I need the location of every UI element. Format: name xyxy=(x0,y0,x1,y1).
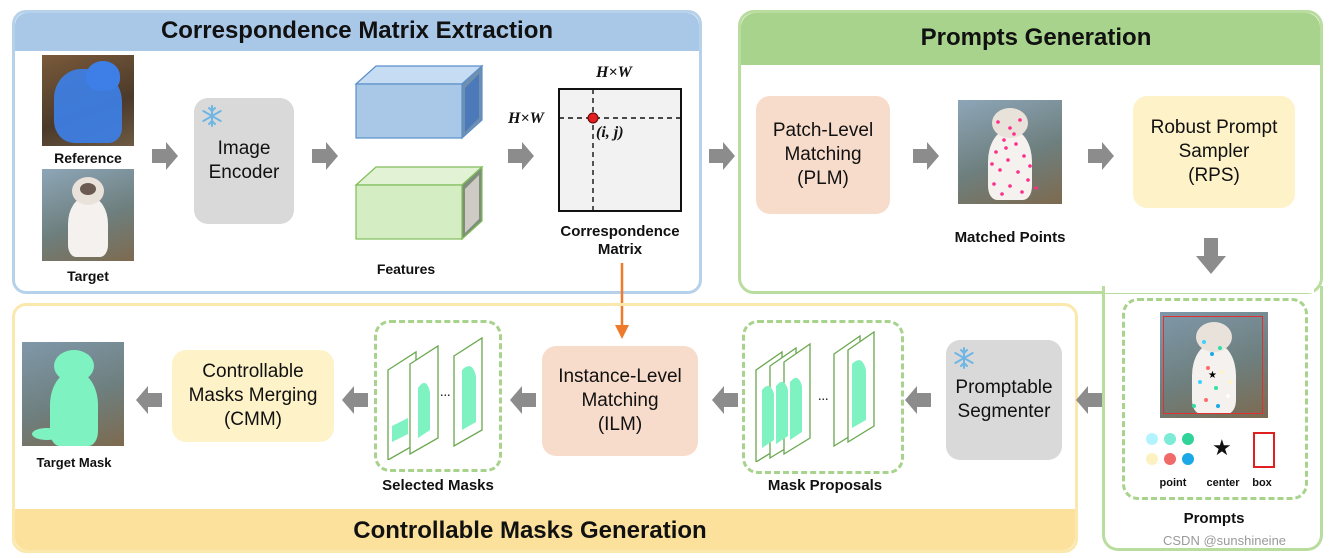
segmenter-snowflake-icon xyxy=(954,347,974,369)
segmenter-box: Promptable Segmenter xyxy=(946,340,1062,460)
matrix-top-label: H×W xyxy=(596,64,632,81)
arrow-to-rps xyxy=(1088,142,1114,170)
arrow-to-features xyxy=(312,142,338,170)
ilm-box: Instance-Level Matching (ILM) xyxy=(542,346,698,456)
masks-panel xyxy=(12,303,1078,553)
matched-points-label: Matched Points xyxy=(954,229,1066,246)
mask-proposals-dashed-box xyxy=(742,320,904,474)
arrow-to-encoder xyxy=(152,142,178,170)
rps-label: Robust Prompt Sampler (RPS) xyxy=(1150,117,1278,186)
image-encoder-label: Image Encoder xyxy=(208,138,280,183)
prompts-panel-extension xyxy=(1102,286,1323,551)
reference-image xyxy=(42,55,134,146)
matrix-side-label: H×W xyxy=(508,110,544,127)
box-legend-label: box xyxy=(1252,477,1272,489)
prompts-panel xyxy=(738,10,1323,294)
correspondence-panel-title: Correspondence Matrix Extraction xyxy=(160,17,554,44)
center-legend-icon: ★ xyxy=(1212,436,1232,461)
arrow-to-target-mask xyxy=(136,386,162,414)
masks-panel-title: Controllable Masks Generation xyxy=(353,517,707,544)
target-mask-image xyxy=(22,342,124,446)
mask-proposals-label: Mask Proposals xyxy=(767,477,883,494)
masks-panel-footer xyxy=(15,509,1075,550)
correspondence-matrix-label: Correspondence Matrix xyxy=(560,223,680,258)
arrow-to-plm xyxy=(709,142,735,170)
plm-label: Patch-Level Matching (PLM) xyxy=(772,120,874,189)
correspondence-matrix-grid xyxy=(558,88,682,212)
target-label: Target xyxy=(67,268,109,284)
snowflake-icon xyxy=(202,105,222,127)
matched-points-image xyxy=(958,100,1062,204)
prompts-panel-title: Prompts Generation xyxy=(920,24,1152,51)
target-feature-cube xyxy=(354,165,484,241)
prompts-label: Prompts xyxy=(1183,510,1245,527)
prompts-dashed-box xyxy=(1122,298,1308,500)
selected-masks-stack: ... xyxy=(387,336,483,460)
mask-proposals-stack: ... xyxy=(755,330,875,462)
cmm-label: Controllable Masks Merging (CMM) xyxy=(188,361,318,430)
svg-text:★: ★ xyxy=(1208,370,1217,381)
matrix-to-ilm-arrow xyxy=(615,263,629,339)
point-legend-label: point xyxy=(1159,477,1187,489)
prompts-panel-extension-mask xyxy=(1105,279,1314,293)
ilm-label: Instance-Level Matching (ILM) xyxy=(558,366,682,435)
point-legend-icon xyxy=(1146,433,1194,465)
arrow-to-matrix xyxy=(508,142,534,170)
arrow-to-proposals xyxy=(905,386,931,414)
cmm-box: Controllable Masks Merging (CMM) xyxy=(172,350,334,442)
matrix-point-label: (i, j) xyxy=(596,124,624,141)
selected-ellipsis: ... xyxy=(440,385,451,400)
arrow-to-matched-points xyxy=(913,142,939,170)
target-mask-label: Target Mask xyxy=(36,455,112,470)
correspondence-panel xyxy=(12,10,702,294)
center-legend-label: center xyxy=(1206,477,1240,489)
arrow-to-selected-masks xyxy=(510,386,536,414)
reference-label: Reference xyxy=(54,150,122,166)
reference-feature-cube xyxy=(354,64,484,140)
rps-box: Robust Prompt Sampler (RPS) xyxy=(1133,96,1295,208)
correspondence-panel-header xyxy=(15,13,699,51)
arrow-to-cmm xyxy=(342,386,368,414)
target-image xyxy=(42,169,134,261)
arrow-to-prompts xyxy=(1196,238,1226,274)
prompts-image: ★ xyxy=(1160,312,1268,418)
selected-masks-dashed-box xyxy=(374,320,502,472)
box-legend-icon xyxy=(1253,432,1275,468)
features-label: Features xyxy=(376,261,436,277)
image-encoder-box: Image Encoder xyxy=(194,98,294,224)
arrow-to-ilm xyxy=(712,386,738,414)
plm-box: Patch-Level Matching (PLM) xyxy=(756,96,890,214)
selected-masks-label: Selected Masks xyxy=(382,477,494,494)
proposals-ellipsis: ... xyxy=(818,389,829,404)
segmenter-label: Promptable Segmenter xyxy=(955,377,1053,422)
watermark: CSDN @sunshineine xyxy=(1163,533,1287,548)
arrow-to-segmenter xyxy=(1076,386,1102,414)
prompts-panel-header xyxy=(741,13,1320,65)
